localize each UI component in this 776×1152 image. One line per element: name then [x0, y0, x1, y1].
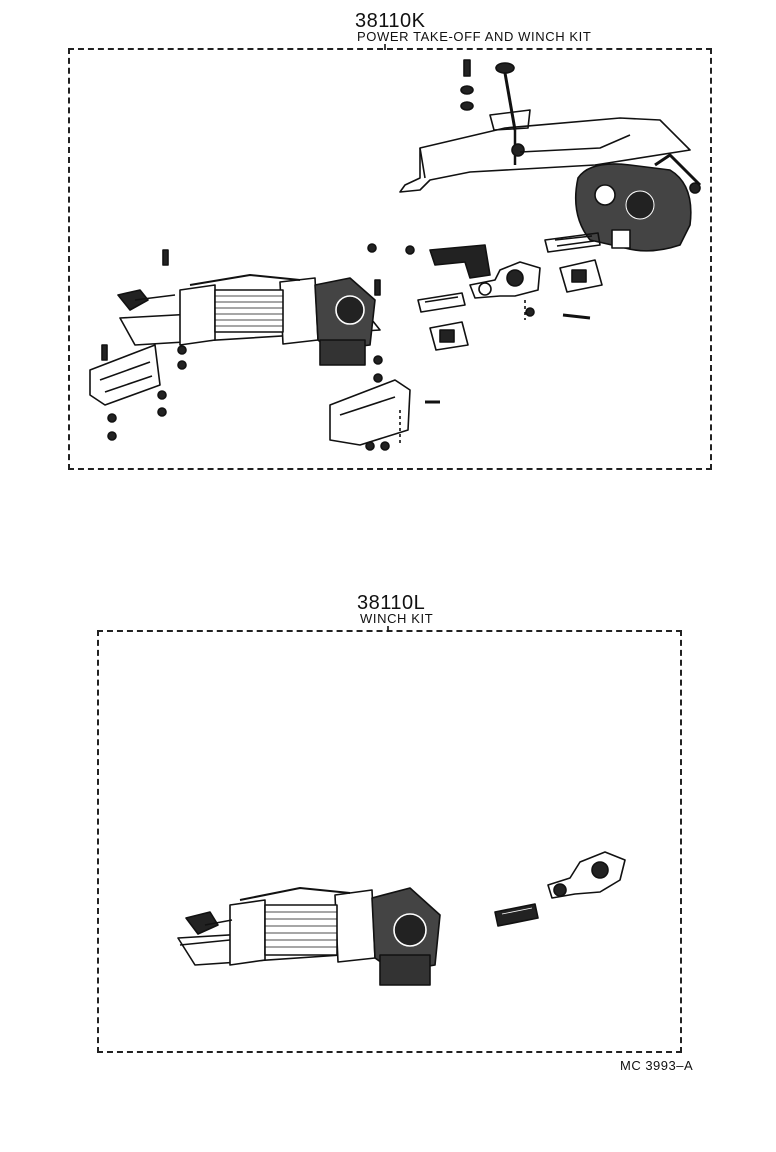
- shaft-bracket: [429, 244, 491, 279]
- shaft-yoke-upper: [559, 259, 603, 293]
- shaft-universal-joint: [547, 851, 626, 899]
- winch-assembly: [177, 887, 441, 986]
- winch-gearbox: [314, 277, 376, 366]
- winch-hardware: [101, 249, 440, 451]
- front-bracket-left: [89, 344, 161, 406]
- shaft-yoke-lower: [429, 321, 469, 351]
- winch-clutch-handle: [117, 289, 176, 311]
- winch-drum: [214, 289, 284, 333]
- shaft-hardware: [367, 243, 591, 320]
- universal-joint: [469, 261, 541, 299]
- figure-reference: MC 3993–A: [620, 1058, 694, 1073]
- splined-shaft: [417, 292, 466, 313]
- kit-1-name: POWER TAKE-OFF AND WINCH KIT: [357, 29, 592, 44]
- shift-lever: [489, 62, 631, 165]
- pto-unit: [574, 153, 702, 252]
- intermediate-shaft: [544, 232, 601, 253]
- winch-frame: [119, 277, 381, 346]
- kit-1-panel: [68, 48, 712, 470]
- kit-2-part-number: 38110L: [357, 592, 426, 614]
- drive-shaft: [494, 903, 539, 927]
- kit-2-panel: [97, 630, 682, 1053]
- transfer-cover-plate: [399, 117, 691, 193]
- lever-bolt-and-washers: [460, 59, 474, 111]
- winch-tie-rod: [189, 274, 301, 286]
- front-bracket-right: [329, 379, 411, 446]
- kit-1-part-number: 38110K: [355, 10, 426, 32]
- kit-2-name: WINCH KIT: [360, 611, 434, 626]
